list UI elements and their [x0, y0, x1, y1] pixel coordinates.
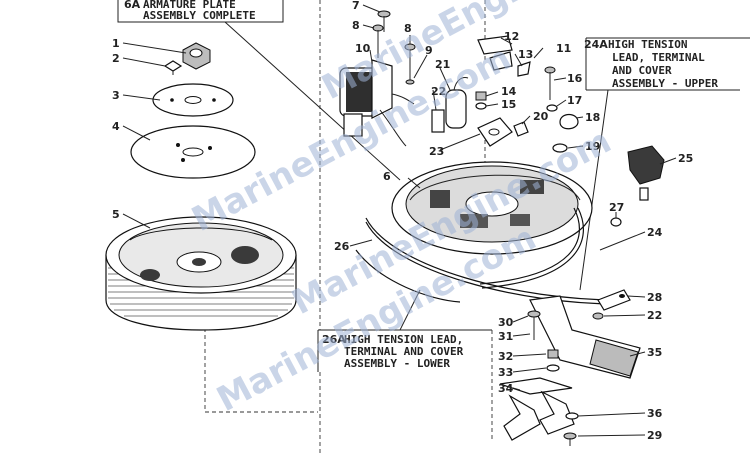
caption-line: LEAD, TERMINAL: [612, 51, 705, 64]
washer-part-2: [163, 60, 183, 75]
part-number: 20: [533, 110, 549, 123]
part-number: 5: [112, 208, 120, 221]
caption-upper-lead: 24A HIGH TENSION LEAD, TERMINAL AND COVE…: [584, 37, 750, 91]
link-part-34: [499, 377, 575, 441]
leader-line: [399, 289, 421, 331]
part-number: 25: [678, 152, 693, 165]
flywheel-part-5: [105, 216, 297, 331]
part-number: 2: [112, 52, 120, 65]
washer-part-17: [546, 104, 558, 112]
point-set-part-12: [477, 35, 513, 71]
screw-part-16: [544, 66, 556, 100]
caption-line: HIGH TENSION LEAD,: [344, 333, 463, 346]
terminal-part-28: [597, 289, 631, 311]
lead-wire-part-24: [479, 207, 581, 285]
part-number: 4: [112, 120, 120, 133]
leader-lines: [122, 4, 677, 437]
terminal-part-25: [627, 145, 665, 201]
part-number: 33: [498, 366, 513, 379]
part-number: 32: [498, 350, 513, 363]
part-number: 12: [504, 30, 519, 43]
screw-part-8: [372, 24, 384, 58]
part-number: 26: [334, 240, 350, 253]
caption-line: TERMINAL AND COVER: [344, 345, 464, 358]
lead-wire-part-26b: [365, 221, 619, 305]
part-number: 34: [498, 382, 514, 395]
part-number: 8: [352, 19, 360, 32]
screw-part-7: [377, 10, 391, 32]
caption-number: 6A: [124, 0, 141, 11]
part-number: 18: [585, 111, 600, 124]
caption-line: ASSEMBLY - UPPER: [612, 77, 718, 90]
washer-part-15: [475, 102, 487, 110]
part-number: 17: [567, 94, 582, 107]
part-number: 36: [647, 407, 663, 420]
screw-part-29: [563, 432, 577, 446]
nut-part-32: [547, 349, 559, 359]
caption-lower-lead: 26A HIGH TENSION LEAD, TERMINAL AND COVE…: [317, 329, 492, 372]
part-number: 9: [425, 44, 433, 57]
part-number-labels: 1 2 3 4 5 6 7 8 8 9 10 11 12 13 14 15 16…: [112, 0, 693, 442]
part-number: 27: [609, 201, 624, 214]
caption-armature-plate: 6A ARMATURE PLATE ASSEMBLY COMPLETE: [117, 0, 284, 23]
part-number: 35: [647, 346, 662, 359]
grommet-part-19: [552, 143, 568, 153]
leader-line: [579, 89, 609, 291]
clamp-part-18: [559, 113, 579, 130]
part-number: 23: [429, 145, 444, 158]
armature-plate-part-6: [391, 161, 593, 255]
part-number: 14: [501, 85, 517, 98]
screw-part-9: [405, 79, 415, 85]
part-number: 8: [404, 22, 412, 35]
nut-part-1: [182, 42, 211, 70]
part-number: 16: [567, 72, 583, 85]
screw-part-27: [610, 217, 622, 227]
part-number: 28: [647, 291, 662, 304]
part-number: 7: [352, 0, 360, 12]
caption-line: ASSEMBLY COMPLETE: [143, 9, 256, 22]
assembly-guide-line: [204, 300, 318, 413]
screw-part-22b: [592, 312, 604, 320]
cam-wiper-part-23: [477, 117, 513, 147]
condenser-part-21: [431, 77, 469, 133]
part-number: 6: [383, 170, 391, 183]
clip-part-13: [517, 61, 531, 77]
coil-part-10: [339, 59, 415, 147]
part-number: 3: [112, 89, 120, 102]
part-number: 19: [585, 140, 600, 153]
caption-line: AND COVER: [612, 64, 672, 77]
washer-plate-part-3: [152, 83, 234, 117]
part-number: 30: [498, 316, 514, 329]
screw-part-20: [513, 121, 529, 137]
lead-wire-part-24b: [481, 207, 585, 289]
part-number: 15: [501, 98, 516, 111]
part-number: 1: [112, 37, 120, 50]
caption-line: HIGH TENSION: [608, 38, 687, 51]
leader-line: [224, 21, 401, 181]
part-number: 22: [647, 309, 662, 322]
part-number: 13: [518, 48, 533, 61]
lead-wire-lower: [355, 249, 461, 303]
washer-part-33: [546, 364, 560, 372]
bolt-part-31: [527, 310, 541, 340]
part-number: 22: [431, 85, 446, 98]
cover-plate-part-4: [130, 125, 256, 179]
part-number: 10: [355, 42, 371, 55]
part-number: 29: [647, 429, 662, 442]
part-number: 24: [647, 226, 663, 239]
part-number: 21: [435, 58, 450, 71]
caption-line: ARMATURE PLATE: [143, 0, 236, 11]
part-number: 11: [556, 42, 571, 55]
lead-wire-part-26: [365, 217, 619, 301]
caption-number: 26A: [322, 333, 346, 346]
caption-line: ASSEMBLY - LOWER: [344, 357, 450, 370]
bracket-part-35: [529, 295, 641, 379]
caption-number: 24A: [584, 38, 608, 51]
part-number: 31: [498, 330, 513, 343]
washer-part-36: [565, 412, 579, 420]
